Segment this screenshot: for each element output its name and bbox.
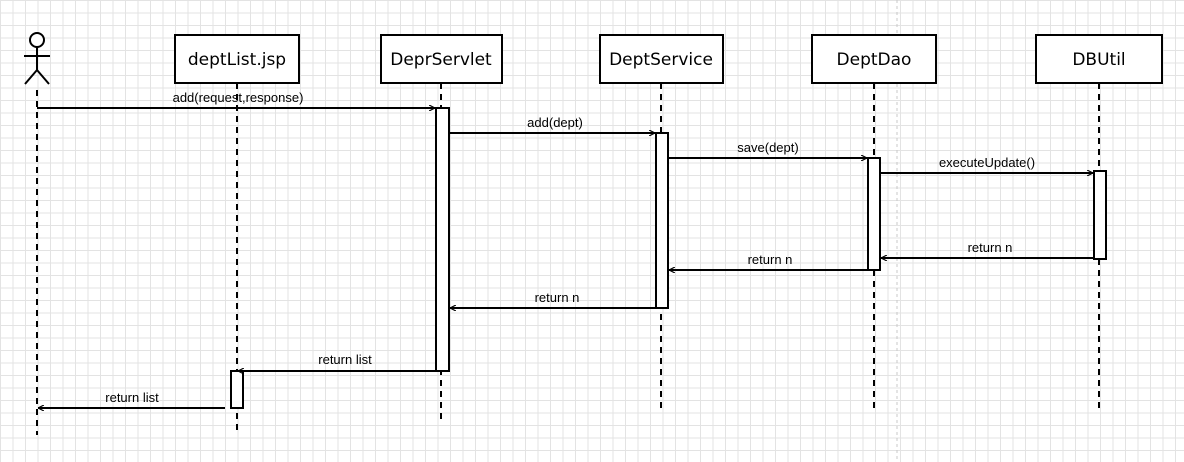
participant-label-depr-servlet: DeprServlet: [390, 50, 492, 70]
participant-depr-servlet[interactable]: DeprServlet: [380, 34, 503, 84]
message-save-dept: save(dept): [668, 140, 867, 158]
message-label: return n: [535, 290, 580, 305]
message-execute-update: executeUpdate(): [880, 155, 1093, 173]
activation-dept-dao: [867, 157, 881, 271]
activation-depr-servlet: [435, 107, 450, 372]
message-label: return list: [318, 352, 372, 367]
message-label: return n: [968, 240, 1013, 255]
message-label: return n: [748, 252, 793, 267]
message-add-dept: add(dept): [449, 115, 655, 133]
participant-label-dept-dao: DeptDao: [837, 50, 912, 70]
message-return-n-service: return n: [450, 290, 656, 308]
message-add-request-response: add(request,response): [37, 90, 435, 108]
activation-deptlist-jsp: [230, 370, 244, 409]
participant-dept-service[interactable]: DeptService: [599, 34, 724, 84]
message-return-n-dao: return n: [669, 252, 868, 270]
actor-icon: [24, 32, 50, 85]
participant-dbutil[interactable]: DBUtil: [1035, 34, 1163, 84]
message-label: add(dept): [527, 115, 583, 130]
participant-label-dbutil: DBUtil: [1072, 50, 1125, 70]
message-return-list-jsp: return list: [38, 390, 225, 408]
participant-label-dept-service: DeptService: [609, 50, 713, 70]
message-label: return list: [105, 390, 159, 405]
participant-dept-dao[interactable]: DeptDao: [811, 34, 937, 84]
message-label: executeUpdate(): [939, 155, 1035, 170]
activation-dbutil: [1093, 170, 1107, 260]
activation-dept-service: [655, 132, 669, 309]
message-return-n-dbutil: return n: [881, 240, 1094, 258]
message-label: add(request,response): [173, 90, 304, 105]
participant-label-deptlist-jsp: deptList.jsp: [188, 50, 286, 70]
participant-deptlist-jsp[interactable]: deptList.jsp: [174, 34, 300, 84]
message-label: save(dept): [737, 140, 798, 155]
message-return-list-servlet: return list: [238, 352, 436, 371]
